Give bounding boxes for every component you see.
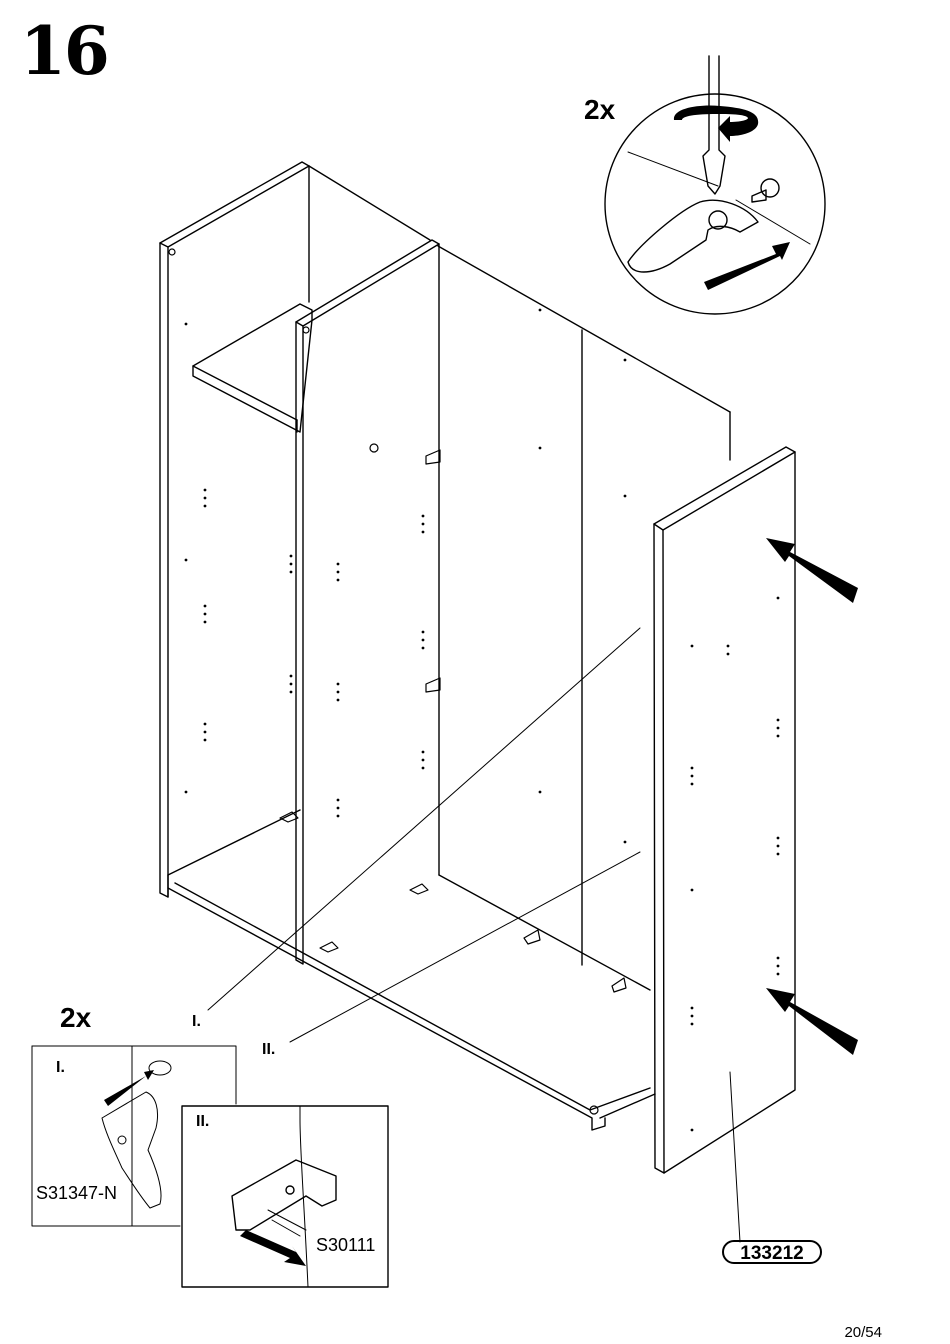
detail-ii-part-code: S30111 [316, 1236, 375, 1254]
page-number: 20/54 [844, 1324, 882, 1341]
middle-divider-panel [296, 240, 439, 964]
shelf [193, 304, 312, 432]
detail-i-part-code: S31347-N [36, 1184, 117, 1202]
detail-i-label: I. [56, 1060, 65, 1076]
callout-i-label: I. [192, 1014, 201, 1030]
hole-marks [185, 309, 780, 1132]
callout-ii-label: II. [262, 1042, 275, 1058]
bottom-detail-quantity: 2x [60, 1004, 91, 1032]
back-panel [309, 166, 730, 965]
left-side-panel [160, 162, 309, 897]
callout-leaders [208, 628, 740, 1242]
screw-detail [605, 56, 825, 314]
part-number-badge: 133212 [722, 1240, 822, 1264]
detail-box-ii [182, 1106, 388, 1287]
top-detail-quantity: 2x [584, 96, 615, 124]
detail-ii-label: II. [196, 1114, 209, 1130]
right-side-panel [654, 447, 795, 1173]
insertion-arrows [766, 538, 858, 1055]
step-number: 16 [20, 18, 108, 84]
